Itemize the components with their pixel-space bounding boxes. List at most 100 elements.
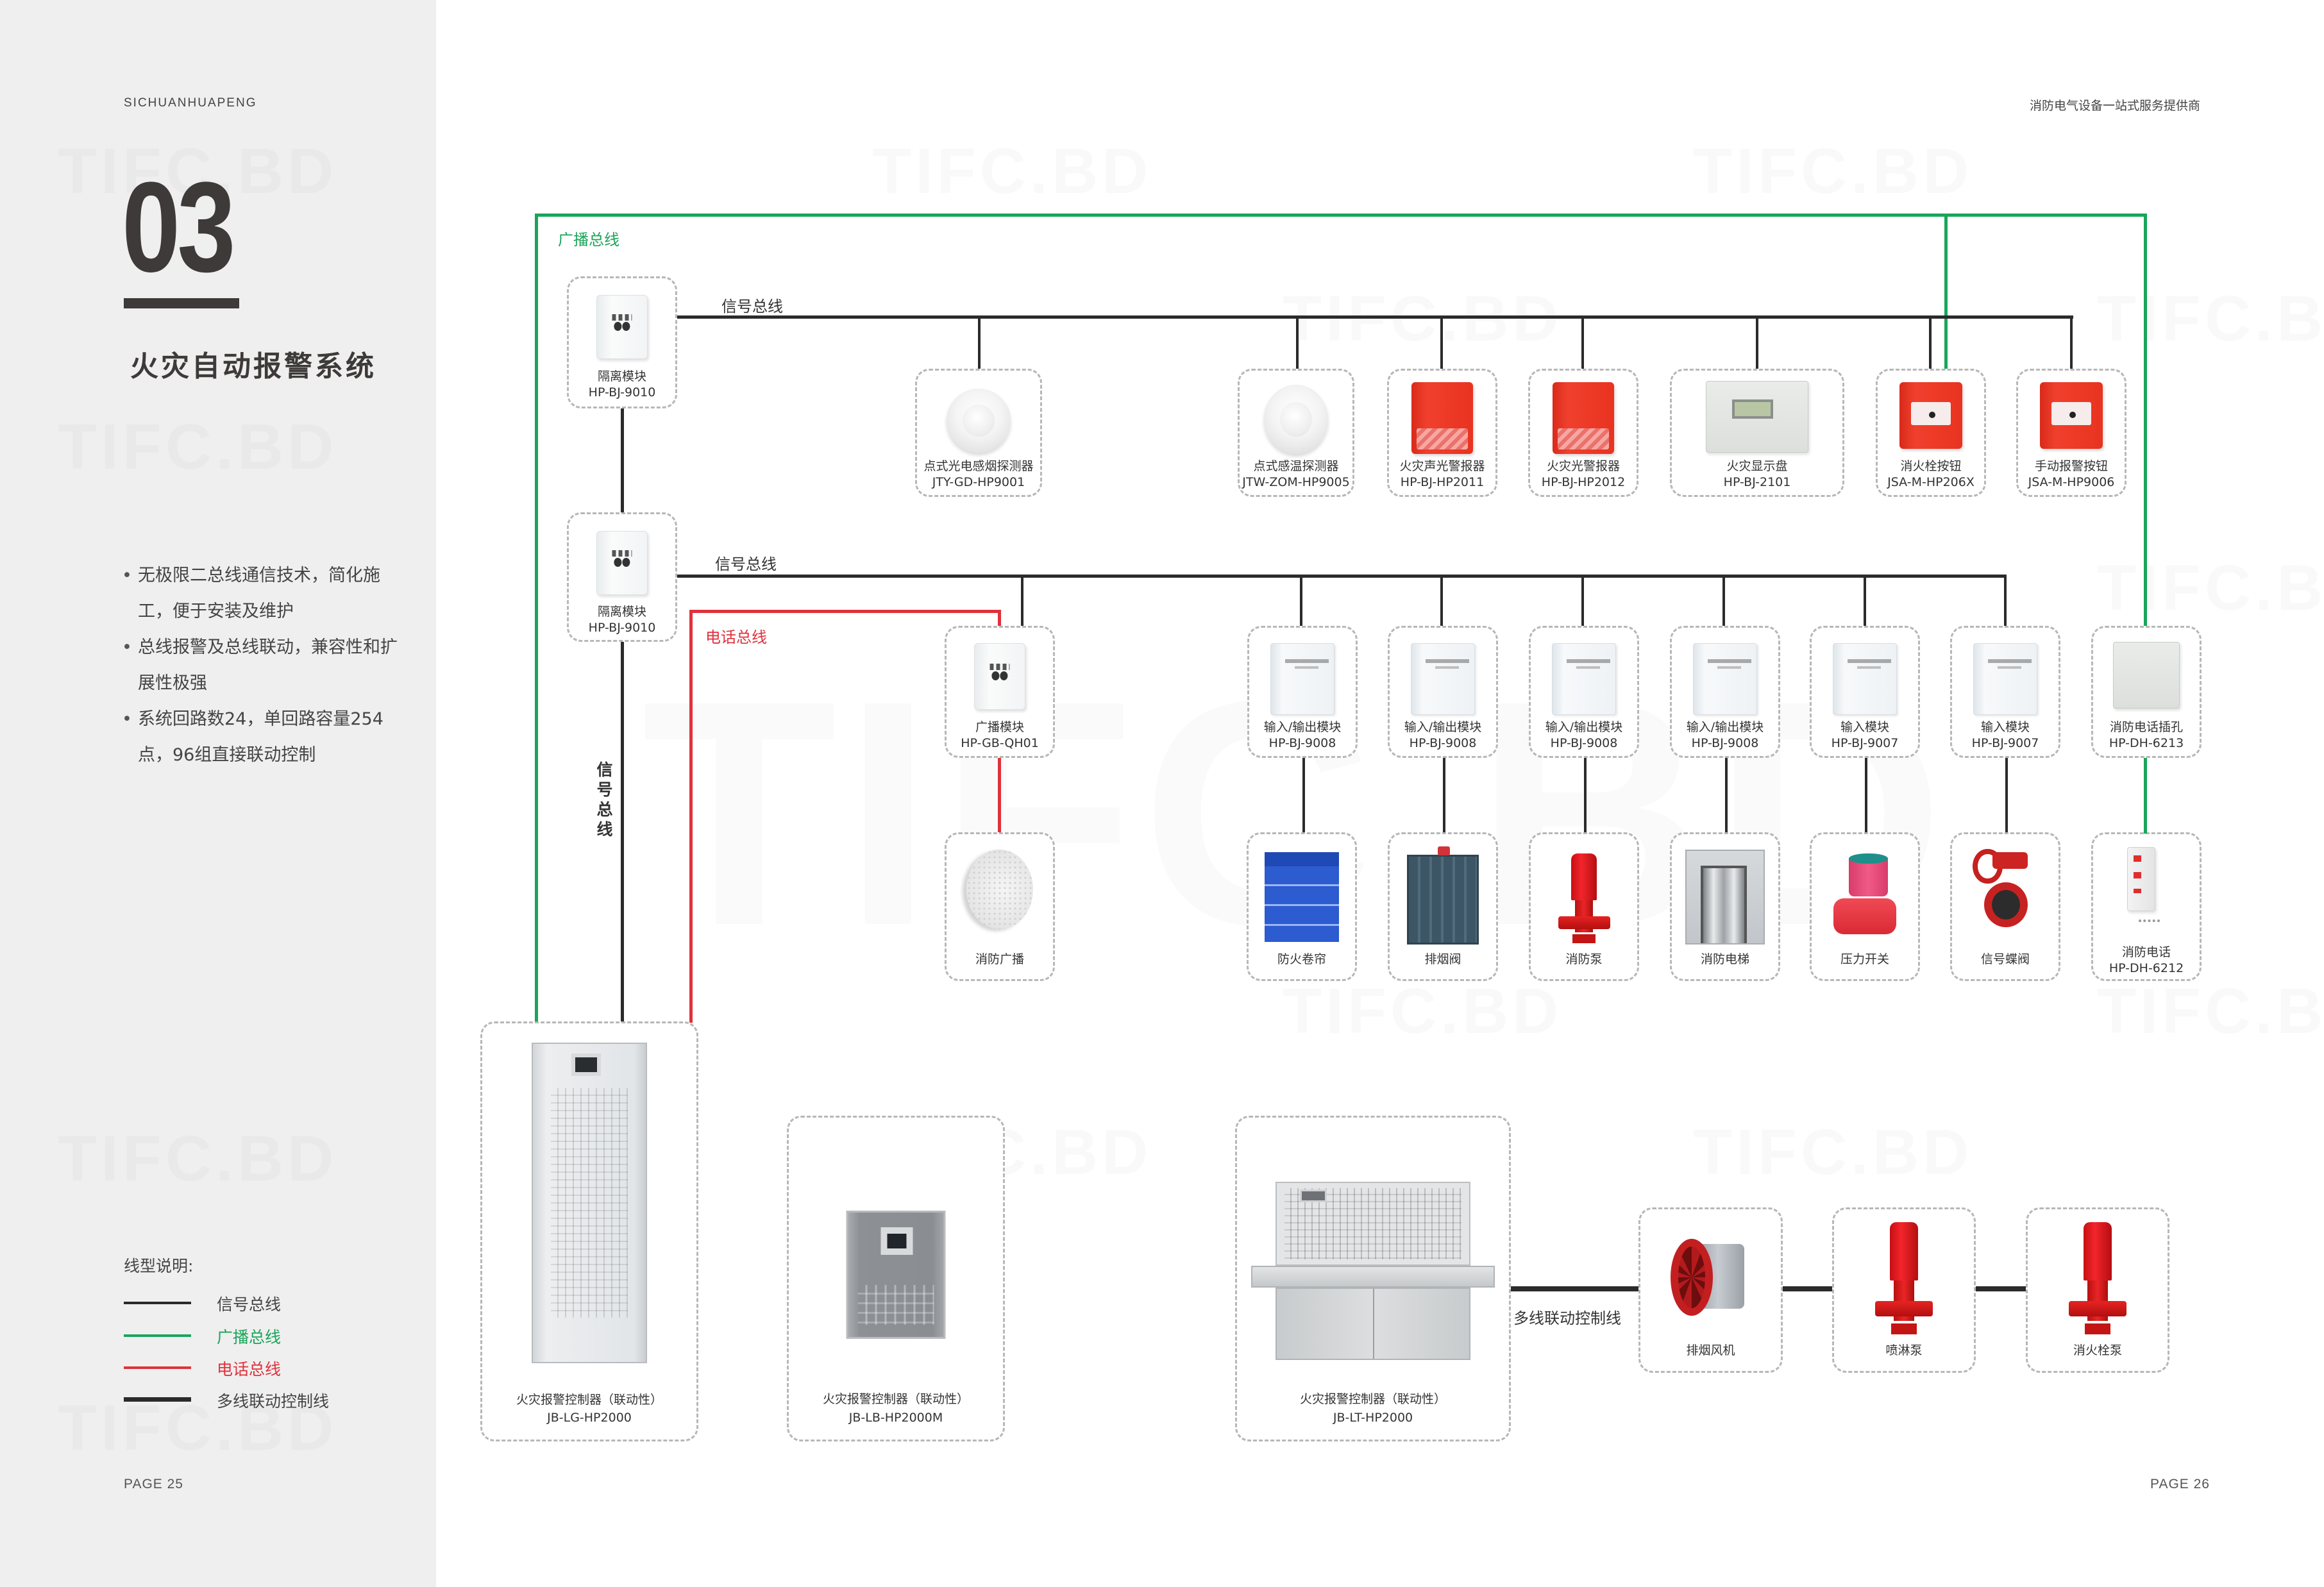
manual-alarm-button-icon (2040, 382, 2103, 449)
feature-item: 总线报警及总线联动，兼容性和扩展性极强 (122, 630, 410, 701)
device-name: 输入/输出模块 (1404, 720, 1482, 734)
device-model: JTY-GD-HP9001 (932, 475, 1025, 489)
device-name: 广播模块 (975, 720, 1024, 734)
pressure-switch-icon (1829, 850, 1901, 939)
device-card-isolator-module[interactable]: 隔离模块 HP-BJ-9010 (567, 276, 677, 408)
watermark: TIFC.BD (2097, 975, 2324, 1048)
device-card-sprinkler-pump[interactable]: 喷淋泵 (1832, 1207, 1976, 1373)
phone-jack-icon (2113, 642, 2180, 709)
signal-bus-mid-label: 信号总线 (715, 555, 777, 573)
device-name: 火灾报警控制器（联动性） (1299, 1392, 1446, 1406)
watermark: TIFC.BD (2097, 282, 2324, 356)
signal-drop (2070, 315, 2073, 370)
device-card-sound-light-alarm[interactable]: 火灾声光警报器 HP-BJ-HP2011 (1387, 369, 1497, 497)
device-card-io-module[interactable]: 输入/输出模块 HP-BJ-9008 (1529, 626, 1639, 758)
broadcast-bus-top (535, 214, 2147, 217)
broadcast-bus-label: 广播总线 (558, 231, 619, 249)
input-module-icon (1833, 643, 1897, 715)
device-card-pressure-switch[interactable]: 压力开关 (1810, 832, 1920, 981)
device-name: 消火栓泵 (2073, 1343, 2122, 1357)
device-card-fire-phone[interactable]: 消防电话 HP-DH-6212 (2091, 832, 2202, 981)
device-name: 火灾显示盘 (1726, 459, 1788, 473)
device-card-smoke-damper[interactable]: 排烟阀 (1388, 832, 1498, 981)
device-card-signal-butterfly-valve[interactable]: 信号蝶阀 (1950, 832, 2060, 981)
device-name: 火灾声光警报器 (1399, 459, 1485, 473)
device-name: 信号蝶阀 (1980, 952, 2030, 966)
butterfly-valve-icon (1970, 847, 2041, 930)
device-name: 防火卷帘 (1277, 952, 1326, 966)
legend-line-multiwire (124, 1397, 191, 1402)
device-card-io-module[interactable]: 输入/输出模块 HP-BJ-9008 (1388, 626, 1498, 758)
signal-drop (978, 315, 981, 370)
device-name: 消防电话 (2121, 945, 2171, 959)
device-card-fire-shutter[interactable]: 防火卷帘 (1247, 832, 1357, 981)
phone-bus-vertical (689, 610, 693, 1023)
device-name: 消火栓按钮 (1900, 459, 1962, 473)
device-name: 消防泵 (1565, 952, 1603, 966)
device-card-io-module[interactable]: 输入/输出模块 HP-BJ-9008 (1670, 626, 1780, 758)
device-name: 点式感温探测器 (1253, 459, 1339, 473)
legend-label: 信号总线 (217, 1295, 282, 1314)
legend-line-phone (124, 1366, 191, 1369)
multiwire-line (1976, 1286, 2027, 1291)
link-line (2005, 757, 2008, 834)
device-card-input-module[interactable]: 输入模块 HP-BJ-9007 (1810, 626, 1920, 758)
watermark: TIFC.BD (1693, 1116, 1973, 1189)
device-model: HP-DH-6212 (2109, 961, 2184, 975)
fire-phone-icon (2127, 847, 2160, 922)
device-card-heat-detector[interactable]: 点式感温探测器 JTW-ZOM-HP9005 (1238, 369, 1354, 497)
device-model: JB-LB-HP2000M (848, 1411, 943, 1425)
device-model: JSA-M-HP9006 (2028, 475, 2115, 489)
section-number-underline (124, 298, 239, 308)
watermark: TIFC.BD (2097, 551, 2324, 625)
feature-list: 无极限二总线通信技术，简化施工，便于安装及维护 总线报警及总线联动，兼容性和扩展… (122, 558, 410, 773)
legend-item-phone: 电话总线 (124, 1356, 380, 1381)
device-name: 排烟风机 (1686, 1343, 1735, 1357)
device-card-fire-speaker[interactable]: 消防广播 (945, 832, 1055, 981)
input-module-icon (1973, 643, 2037, 715)
device-model: JB-LG-HP2000 (547, 1411, 632, 1425)
device-card-controller-cabinet[interactable]: 火灾报警控制器（联动性） JB-LG-HP2000 (480, 1021, 698, 1441)
device-name: 输入/输出模块 (1686, 720, 1764, 734)
device-card-smoke-exhaust-fan[interactable]: 排烟风机 (1638, 1207, 1783, 1373)
watermark: TIFC.BD (1283, 975, 1562, 1048)
device-name: 喷淋泵 (1885, 1343, 1923, 1357)
device-card-controller-console[interactable]: 火灾报警控制器（联动性） JB-LT-HP2000 (1235, 1116, 1511, 1441)
signal-drop (1440, 575, 1443, 626)
device-card-hydrant-button[interactable]: 消火栓按钮 JSA-M-HP206X (1876, 369, 1986, 497)
brand-name: SICHUANHUAPENG (124, 96, 257, 110)
io-module-icon (1270, 643, 1335, 715)
device-card-fire-pump[interactable]: 消防泵 (1529, 832, 1639, 981)
device-model: HP-BJ-9008 (1268, 736, 1336, 750)
device-card-fire-phone-jack[interactable]: 消防电话插孔 HP-DH-6213 (2091, 626, 2202, 758)
controller-cabinet-icon (532, 1043, 647, 1363)
hydrant-pump-icon (2066, 1222, 2130, 1334)
legend-line-broadcast (124, 1334, 191, 1337)
signal-drop (1440, 315, 1443, 370)
smoke-detector-icon (947, 389, 1011, 453)
signal-drop (1021, 575, 1023, 626)
phone-bus-to-speaker (998, 757, 1001, 834)
fire-pump-icon (1555, 853, 1613, 943)
page-number-left: PAGE 25 (124, 1477, 183, 1491)
device-name: 消防广播 (975, 952, 1024, 966)
link-line (1584, 757, 1587, 834)
device-card-broadcast-module[interactable]: 广播模块 HP-GB-QH01 (945, 626, 1055, 758)
section-title: 火灾自动报警系统 (130, 350, 376, 383)
device-card-fire-elevator[interactable]: 消防电梯 (1670, 832, 1780, 981)
device-card-io-module[interactable]: 输入/输出模块 HP-BJ-9008 (1247, 626, 1358, 758)
phone-bus-label: 电话总线 (705, 628, 767, 646)
smoke-damper-icon (1407, 846, 1479, 945)
signal-bus-vertical-label: 信号总线 (596, 760, 613, 839)
device-card-fire-display-panel[interactable]: 火灾显示盘 HP-BJ-2101 (1670, 369, 1844, 497)
device-card-light-alarm[interactable]: 火灾光警报器 HP-BJ-HP2012 (1528, 369, 1638, 497)
device-card-controller-wall[interactable]: 火灾报警控制器（联动性） JB-LB-HP2000M (787, 1116, 1005, 1441)
device-card-manual-alarm-button[interactable]: 手动报警按钮 JSA-M-HP9006 (2016, 369, 2126, 497)
device-card-input-module[interactable]: 输入模块 HP-BJ-9007 (1950, 626, 2060, 758)
device-card-isolator-module[interactable]: 隔离模块 HP-BJ-9010 (567, 512, 677, 642)
display-panel-icon (1706, 381, 1808, 453)
device-card-smoke-detector[interactable]: 点式光电感烟探测器 JTY-GD-HP9001 (915, 369, 1042, 497)
watermark: TIFC.BD (872, 135, 1152, 208)
device-card-hydrant-pump[interactable]: 消火栓泵 (2026, 1207, 2169, 1373)
legend-item-broadcast: 广播总线 (124, 1323, 380, 1349)
